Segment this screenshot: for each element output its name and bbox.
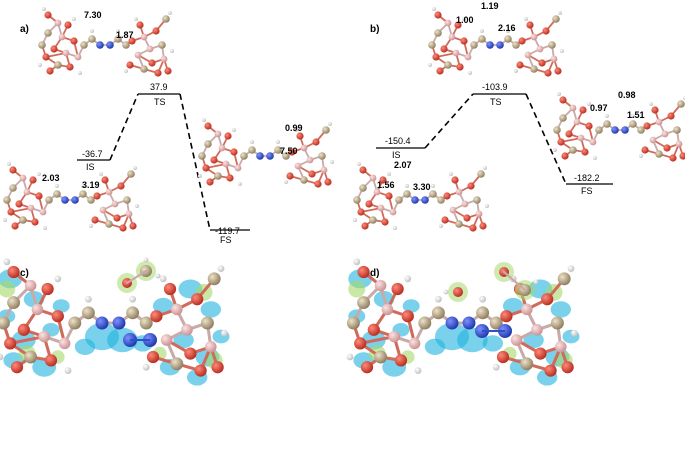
fs-energy-a: -119.7 — [215, 226, 240, 236]
molecule-structure — [346, 258, 578, 377]
ts-energy-a: 37.9 — [150, 82, 168, 92]
panel-c-label: c) — [20, 268, 29, 279]
is-energy-b: -150.4 — [385, 136, 411, 146]
ts-label-a: TS — [154, 97, 166, 107]
connector-is-ts-b — [424, 93, 474, 149]
molecule-a-top — [38, 7, 174, 77]
molecule-b-fs — [553, 92, 685, 162]
panel-d: d) — [346, 258, 580, 386]
distance-label: 3.19 — [82, 180, 100, 190]
panel-a: a) 7.30 1.87 37.9 TS -36.7 IS -119.7 FS … — [3, 7, 334, 245]
panel-b: b) 1.19 1.00 2.16 -103.9 TS -150.4 IS -1… — [353, 1, 685, 232]
molecule-structure — [38, 7, 174, 77]
distance-label: 0.98 — [618, 90, 636, 100]
distance-label: 0.97 — [590, 103, 608, 113]
distance-label: 1.87 — [116, 30, 134, 40]
panel-d-label: d) — [370, 268, 379, 279]
molecule-structure — [3, 162, 139, 232]
water-fragment-d — [443, 282, 468, 302]
molecule-structure — [553, 92, 685, 162]
distance-label: 7.50 — [280, 146, 298, 156]
panel-a-label: a) — [20, 24, 29, 35]
panel-c: c) — [0, 257, 230, 386]
distance-label: 3.30 — [413, 182, 431, 192]
distance-label: 1.56 — [377, 180, 395, 190]
fs-label-a: FS — [220, 235, 232, 245]
is-energy-a: -36.7 — [82, 149, 103, 159]
connector-is-ts-a — [109, 93, 139, 161]
distance-label: 2.07 — [394, 160, 412, 170]
fs-label-b: FS — [581, 186, 593, 196]
panel-b-label: b) — [370, 24, 379, 35]
molecule-structure — [428, 7, 564, 77]
molecule-structure — [353, 162, 489, 232]
distance-label: 0.99 — [285, 123, 303, 133]
charge-density-c — [0, 258, 230, 386]
molecule-structure — [0, 258, 228, 377]
azo-group-d — [475, 324, 512, 338]
connector-ts-fs-a — [179, 93, 211, 231]
distance-label: 1.19 — [481, 1, 499, 11]
molecule-a-fs — [198, 118, 334, 188]
methyl-fragment-d — [494, 262, 539, 300]
is-label-b: IS — [392, 150, 401, 160]
is-label-a: IS — [86, 162, 95, 172]
molecule-a-is — [3, 162, 139, 232]
charge-density-d — [346, 258, 580, 386]
distance-label: 2.03 — [42, 173, 60, 183]
connector-ts-fs-b — [525, 93, 567, 185]
distance-label: 2.16 — [498, 23, 516, 33]
molecule-b-is — [353, 162, 489, 232]
ts-energy-b: -103.9 — [482, 82, 508, 92]
fs-energy-b: -182.2 — [574, 173, 600, 183]
ts-label-b: TS — [490, 97, 502, 107]
molecule-b-top — [428, 7, 564, 77]
azo-group-c — [123, 333, 157, 347]
distance-label: 1.00 — [456, 15, 474, 25]
molecule-structure — [198, 118, 334, 188]
distance-label: 7.30 — [84, 10, 102, 20]
distance-label: 1.51 — [627, 110, 645, 120]
methanol-fragment-c — [117, 257, 161, 293]
